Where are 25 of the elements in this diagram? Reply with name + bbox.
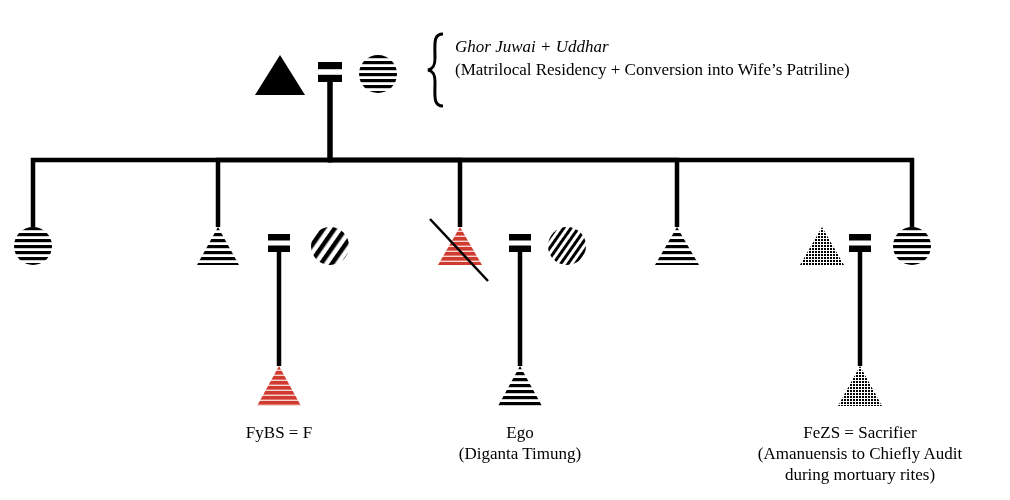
triangle-symbol [197,227,239,265]
kin-label: FeZS = Sacrifier [803,422,917,443]
circle-symbol [359,55,397,93]
descent-line [857,252,863,366]
triangle-symbol [655,227,699,265]
descent-line [517,252,523,366]
marriage-sign [268,234,290,252]
descent-line [276,252,282,366]
kin-label: Ego [506,422,534,443]
kin-description: (Amanuensis to Chiefly Audit during mortuary rites) [756,443,964,485]
circle-symbol [311,227,349,265]
heading-note: Ghor Juwai + Uddhar [455,36,609,57]
kin-label: FyBS = F [245,422,313,443]
crossed-triangle-symbol [428,217,492,283]
circle-symbol [893,227,931,265]
marriage-sign [509,234,531,252]
kin-description: (Diganta Timung) [458,443,582,464]
note-text: (Matrilocal Residency + Conversion into Wife’s Patriline) [455,59,850,80]
marriage-sign [849,234,871,252]
marriage-sign [318,62,342,82]
descent-line [327,82,915,227]
triangle-symbol [255,55,305,95]
triangle-symbol [800,227,844,265]
circle-symbol [548,227,586,265]
circle-symbol [14,227,52,265]
